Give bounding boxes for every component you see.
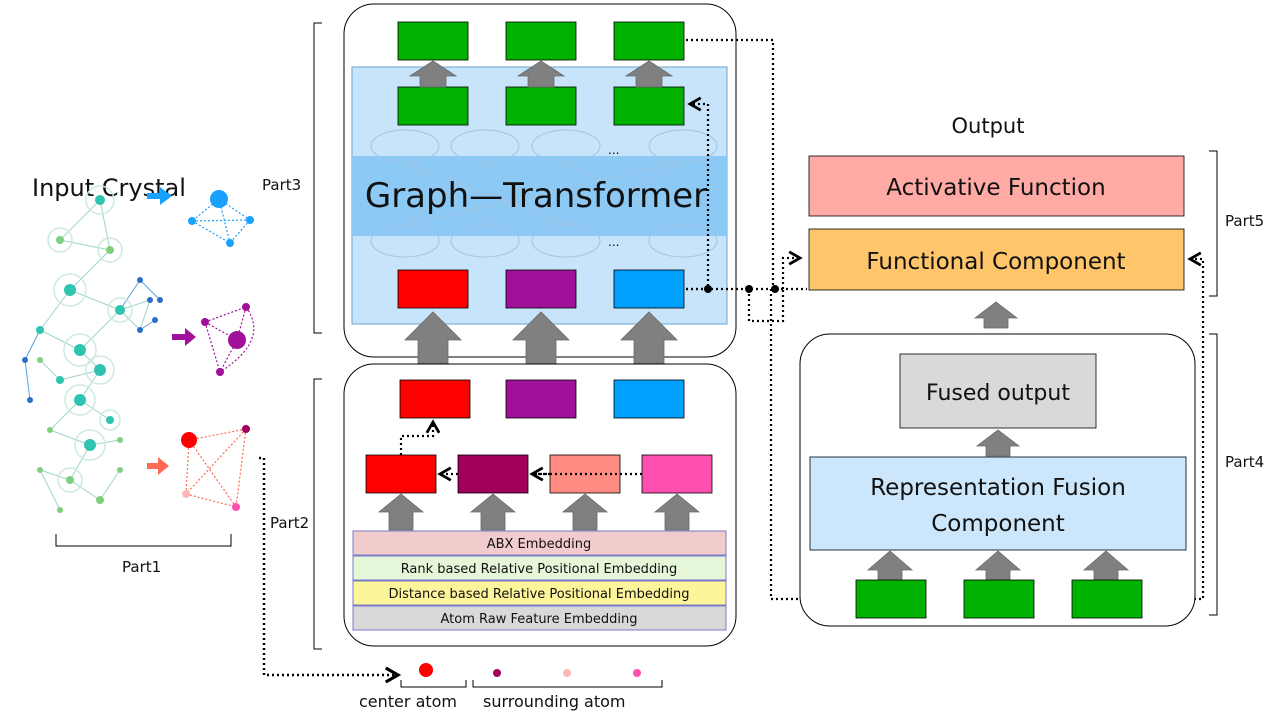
fusion-input-node [1071,579,1143,619]
output-node-box [613,21,685,61]
input-node-blue [613,269,685,309]
part4-label: Part4 [1225,453,1264,471]
arrow-right-icon [147,457,169,475]
functional-component-box [808,228,1185,291]
surrounding-atom-dot [633,669,641,677]
output-node-box [505,21,577,61]
subgraph-blue [188,190,254,247]
junction-dot [704,285,712,293]
aggregation-arrows [399,419,642,482]
part3-label: Part3 [262,176,301,194]
embedding-stack [352,530,727,631]
fused-output-box [899,353,1097,429]
surrounding-atom-label: surrounding atom [483,692,626,711]
part4-bracket [1209,333,1218,616]
hidden-node-box [505,86,577,126]
arrow-right-icon [147,187,172,205]
embedded-node-red [399,379,471,419]
raw-feature-embedding-label: Atom Raw Feature Embedding [441,612,638,627]
transformer-output-boxes [397,21,685,126]
atom-legend [400,663,663,688]
fusion-input-node [855,579,927,619]
activation-function-box [808,155,1185,217]
rank-embedding-label: Rank based Relative Positional Embedding [401,562,678,577]
up-arrow-icon [975,429,1021,457]
up-arrow-icons [377,493,701,531]
part2-bracket [313,378,322,650]
fusion-input-boxes [855,579,1143,619]
subgraph-red [181,425,250,511]
abx-embedding-label: ABX Embedding [487,537,592,552]
activation-function-label: Activative Function [886,175,1105,201]
junction-dot [771,285,779,293]
surrounding-atom-box [457,454,529,494]
hidden-node-box [613,86,685,126]
part5-label: Part5 [1225,212,1264,230]
part1-label: Part1 [122,558,161,576]
abx-embedding-bar [352,530,727,556]
subgraph-purple [201,303,255,376]
surrounding-atom-bracket [472,680,663,688]
surrounding-atom-dot [563,669,571,677]
part2-label: Part2 [270,514,309,532]
center-atom-bracket [400,680,467,688]
rank-embedding-bar [352,555,727,581]
input-node-red [397,269,469,309]
center-atom-box [365,454,437,494]
network-ellipses [370,129,718,258]
embedded-node-blue [613,379,685,419]
fused-output-label: Fused output [926,381,1070,406]
junction-dot [745,285,753,293]
part1-bracket [55,534,232,547]
center-atom-dot [419,663,433,677]
network-ellipsis: ... [608,235,619,249]
representation-fusion-box [809,456,1187,551]
raw-feature-embedding-bar [352,605,727,631]
output-node-box [397,21,469,61]
hidden-node-box [397,86,469,126]
network-ellipsis: ... [608,143,619,157]
input-node-purple [505,269,577,309]
representation-fusion-label-line1: Representation Fusion [870,475,1126,501]
embedding-output-boxes [399,379,685,419]
up-arrow-icons [404,311,678,371]
up-arrow-icon [973,301,1019,329]
embedded-node-purple [505,379,577,419]
output-title: Output [952,114,1025,138]
graph-transformer-label: Graph—Transformer [365,176,707,216]
up-arrow-icons [408,60,674,88]
representation-fusion-label-line2: Component [931,511,1065,537]
distance-embedding-bar [352,580,727,606]
up-arrow-icons [866,550,1130,581]
surrounding-atom-dot [493,669,501,677]
distance-embedding-label: Distance based Relative Positional Embed… [389,587,690,602]
center-atom-label: center atom [359,692,457,711]
arrow-right-icon [172,328,196,346]
functional-component-label: Functional Component [866,249,1125,275]
transformer-input-boxes [397,269,685,309]
fusion-input-node [963,579,1035,619]
part3-bracket [313,22,322,334]
crystal-graph [22,185,163,513]
part5-bracket [1209,150,1218,297]
surrounding-atom-box [641,454,713,494]
